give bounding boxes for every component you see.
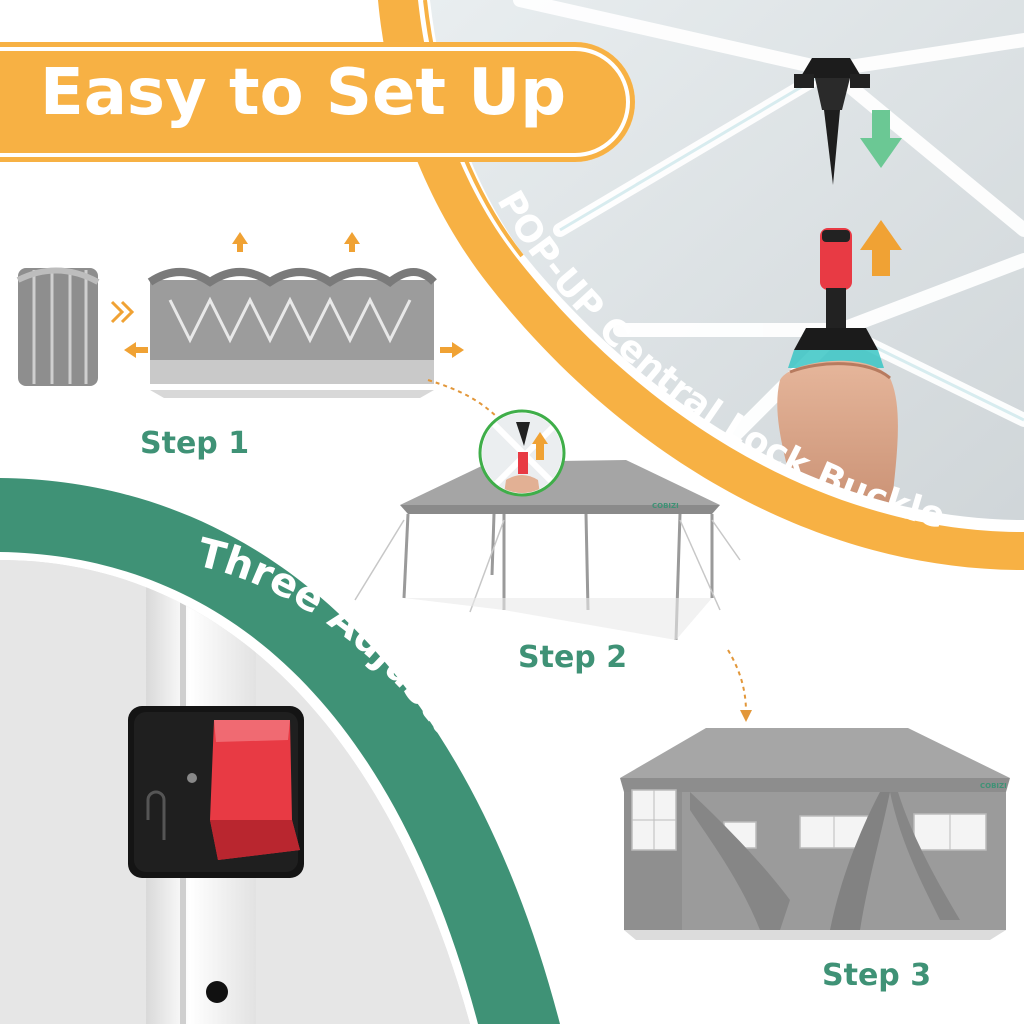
orange-arc-band: [378, 0, 1024, 570]
title-banner: [0, 42, 635, 162]
step-3-label: Step 3: [822, 958, 932, 993]
step-2-label: Step 2: [518, 640, 628, 675]
lock-hub: [794, 58, 870, 185]
brand-mark: COBIZI: [980, 782, 1007, 790]
dashed-connector-1: [427, 379, 501, 421]
up-arrow-icon: [860, 220, 902, 276]
open-canopy: [354, 460, 741, 641]
page-title: Easy to Set Up: [40, 56, 566, 130]
brand-mark: COBIZI: [652, 502, 679, 510]
walled-canopy: [620, 728, 1010, 940]
magnifier-inset: [478, 409, 566, 497]
double-chevron-icon: [110, 300, 135, 324]
expanding-canopy: [147, 268, 437, 398]
green-arc-band: [0, 478, 560, 1024]
down-arrow-icon: [860, 110, 902, 168]
expand-arrows-icon: [124, 232, 464, 358]
folded-canopy: [16, 267, 100, 386]
step-1-label: Step 1: [140, 426, 250, 461]
dashed-connector-2: [727, 649, 747, 713]
